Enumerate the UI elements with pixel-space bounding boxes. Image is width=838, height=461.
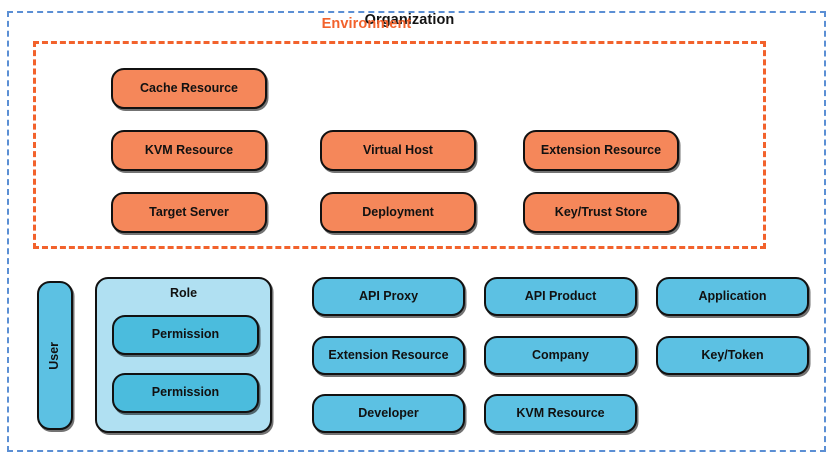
node-label: Key/Trust Store (554, 204, 648, 219)
node-label: Key/Token (701, 347, 764, 362)
node-label: Company (532, 347, 589, 362)
node-label: KVM Resource (144, 142, 234, 157)
environment-node-virtual-host[interactable]: Virtual Host (320, 130, 476, 171)
node-label: Extension Resource (540, 142, 662, 157)
organization-node-api-proxy[interactable]: API Proxy (312, 277, 465, 316)
environment-node-target-server[interactable]: Target Server (111, 192, 267, 233)
permission-node-2[interactable]: Permission (112, 373, 259, 413)
organization-boundary (7, 11, 826, 452)
environment-node-deployment[interactable]: Deployment (320, 192, 476, 233)
node-label: Extension Resource (328, 347, 449, 362)
organization-title: Organization (364, 12, 455, 28)
node-label: Deployment (362, 204, 434, 219)
node-label: Developer (358, 405, 419, 420)
environment-boundary (33, 41, 766, 249)
organization-node-key-token[interactable]: Key/Token (656, 336, 809, 375)
node-label: API Proxy (358, 288, 419, 303)
node-label: Virtual Host (363, 142, 433, 157)
role-group-label: Role (169, 286, 198, 300)
environment-node-cache-resource[interactable]: Cache Resource (111, 68, 267, 109)
organization-node-developer[interactable]: Developer (312, 394, 465, 433)
organization-node-kvm-resource[interactable]: KVM Resource (484, 394, 637, 433)
organization-node-api-product[interactable]: API Product (484, 277, 637, 316)
organization-node-application[interactable]: Application (656, 277, 809, 316)
environment-title: Environment (321, 16, 412, 32)
node-label: Target Server (149, 204, 229, 219)
node-label: Cache Resource (140, 80, 238, 95)
permission-node-1[interactable]: Permission (112, 315, 259, 355)
node-label: Application (698, 288, 767, 303)
environment-node-key-trust-store[interactable]: Key/Trust Store (523, 192, 679, 233)
node-label: Permission (151, 327, 220, 342)
environment-node-kvm-resource[interactable]: KVM Resource (111, 130, 267, 171)
environment-node-extension-resource[interactable]: Extension Resource (523, 130, 679, 171)
node-label: KVM Resource (516, 405, 605, 420)
node-label: API Product (524, 288, 597, 303)
user-node[interactable]: User (37, 281, 73, 430)
node-label: User (47, 341, 62, 370)
organization-node-extension-resource[interactable]: Extension Resource (312, 336, 465, 375)
organization-node-company[interactable]: Company (484, 336, 637, 375)
node-label: Permission (151, 385, 220, 400)
